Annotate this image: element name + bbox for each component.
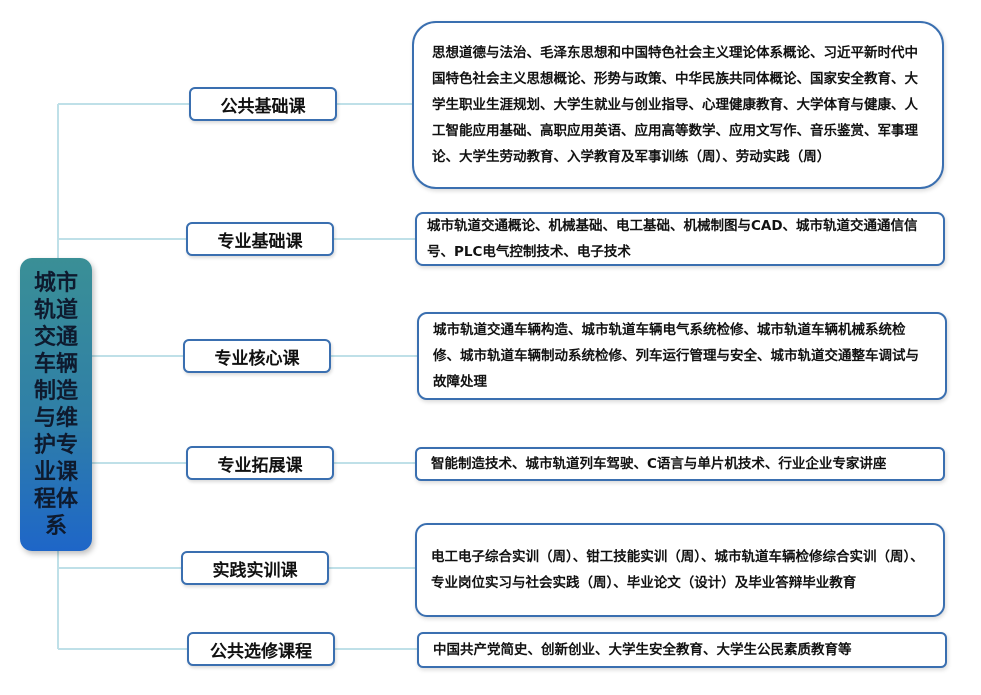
content-text: 电工电子综合实训（周）、钳工技能实训（周）、城市轨道车辆检修综合实训（周）、专业… <box>431 549 924 591</box>
category-label: 专业核心课 <box>214 348 300 369</box>
category-label: 公共基础课 <box>220 96 306 117</box>
content-text: 城市轨道交通车辆构造、城市轨道车辆电气系统检修、城市轨道车辆机械系统检修、城市轨… <box>433 322 919 390</box>
content-text: 城市轨道交通概论、机械基础、电工基础、机械制图与CAD、城市轨道交通通信信号、P… <box>427 218 918 260</box>
category-major-extension: 专业拓展课 <box>186 446 334 480</box>
content-practical-training: 电工电子综合实训（周）、钳工技能实训（周）、城市轨道车辆检修综合实训（周）、专业… <box>415 523 945 617</box>
category-label: 专业拓展课 <box>217 455 303 476</box>
content-major-basic: 城市轨道交通概论、机械基础、电工基础、机械制图与CAD、城市轨道交通通信信号、P… <box>415 212 945 266</box>
content-major-extension: 智能制造技术、城市轨道列车驾驶、C语言与单片机技术、行业企业专家讲座 <box>415 447 945 481</box>
root-label: 城市轨道交通车辆制造与维护专业课程体系 <box>33 270 78 539</box>
content-major-core: 城市轨道交通车辆构造、城市轨道车辆电气系统检修、城市轨道车辆机械系统检修、城市轨… <box>417 312 947 400</box>
category-label: 专业基础课 <box>217 231 303 252</box>
content-public-basic: 思想道德与法治、毛泽东思想和中国特色社会主义理论体系概论、习近平新时代中国特色社… <box>412 21 944 189</box>
category-public-elective: 公共选修课程 <box>187 632 335 666</box>
category-label: 公共选修课程 <box>210 641 312 662</box>
category-major-basic: 专业基础课 <box>186 222 334 256</box>
content-text: 中国共产党简史、创新创业、大学生安全教育、大学生公民素质教育等 <box>433 642 852 658</box>
content-text: 思想道德与法治、毛泽东思想和中国特色社会主义理论体系概论、习近平新时代中国特色社… <box>432 45 918 165</box>
category-major-core: 专业核心课 <box>183 339 331 373</box>
content-text: 智能制造技术、城市轨道列车驾驶、C语言与单片机技术、行业企业专家讲座 <box>431 456 887 472</box>
category-label: 实践实训课 <box>212 560 298 581</box>
content-public-elective: 中国共产党简史、创新创业、大学生安全教育、大学生公民素质教育等 <box>417 632 947 668</box>
category-practical-training: 实践实训课 <box>181 551 329 585</box>
category-public-basic: 公共基础课 <box>189 87 337 121</box>
root-node: 城市轨道交通车辆制造与维护专业课程体系 <box>20 258 92 551</box>
